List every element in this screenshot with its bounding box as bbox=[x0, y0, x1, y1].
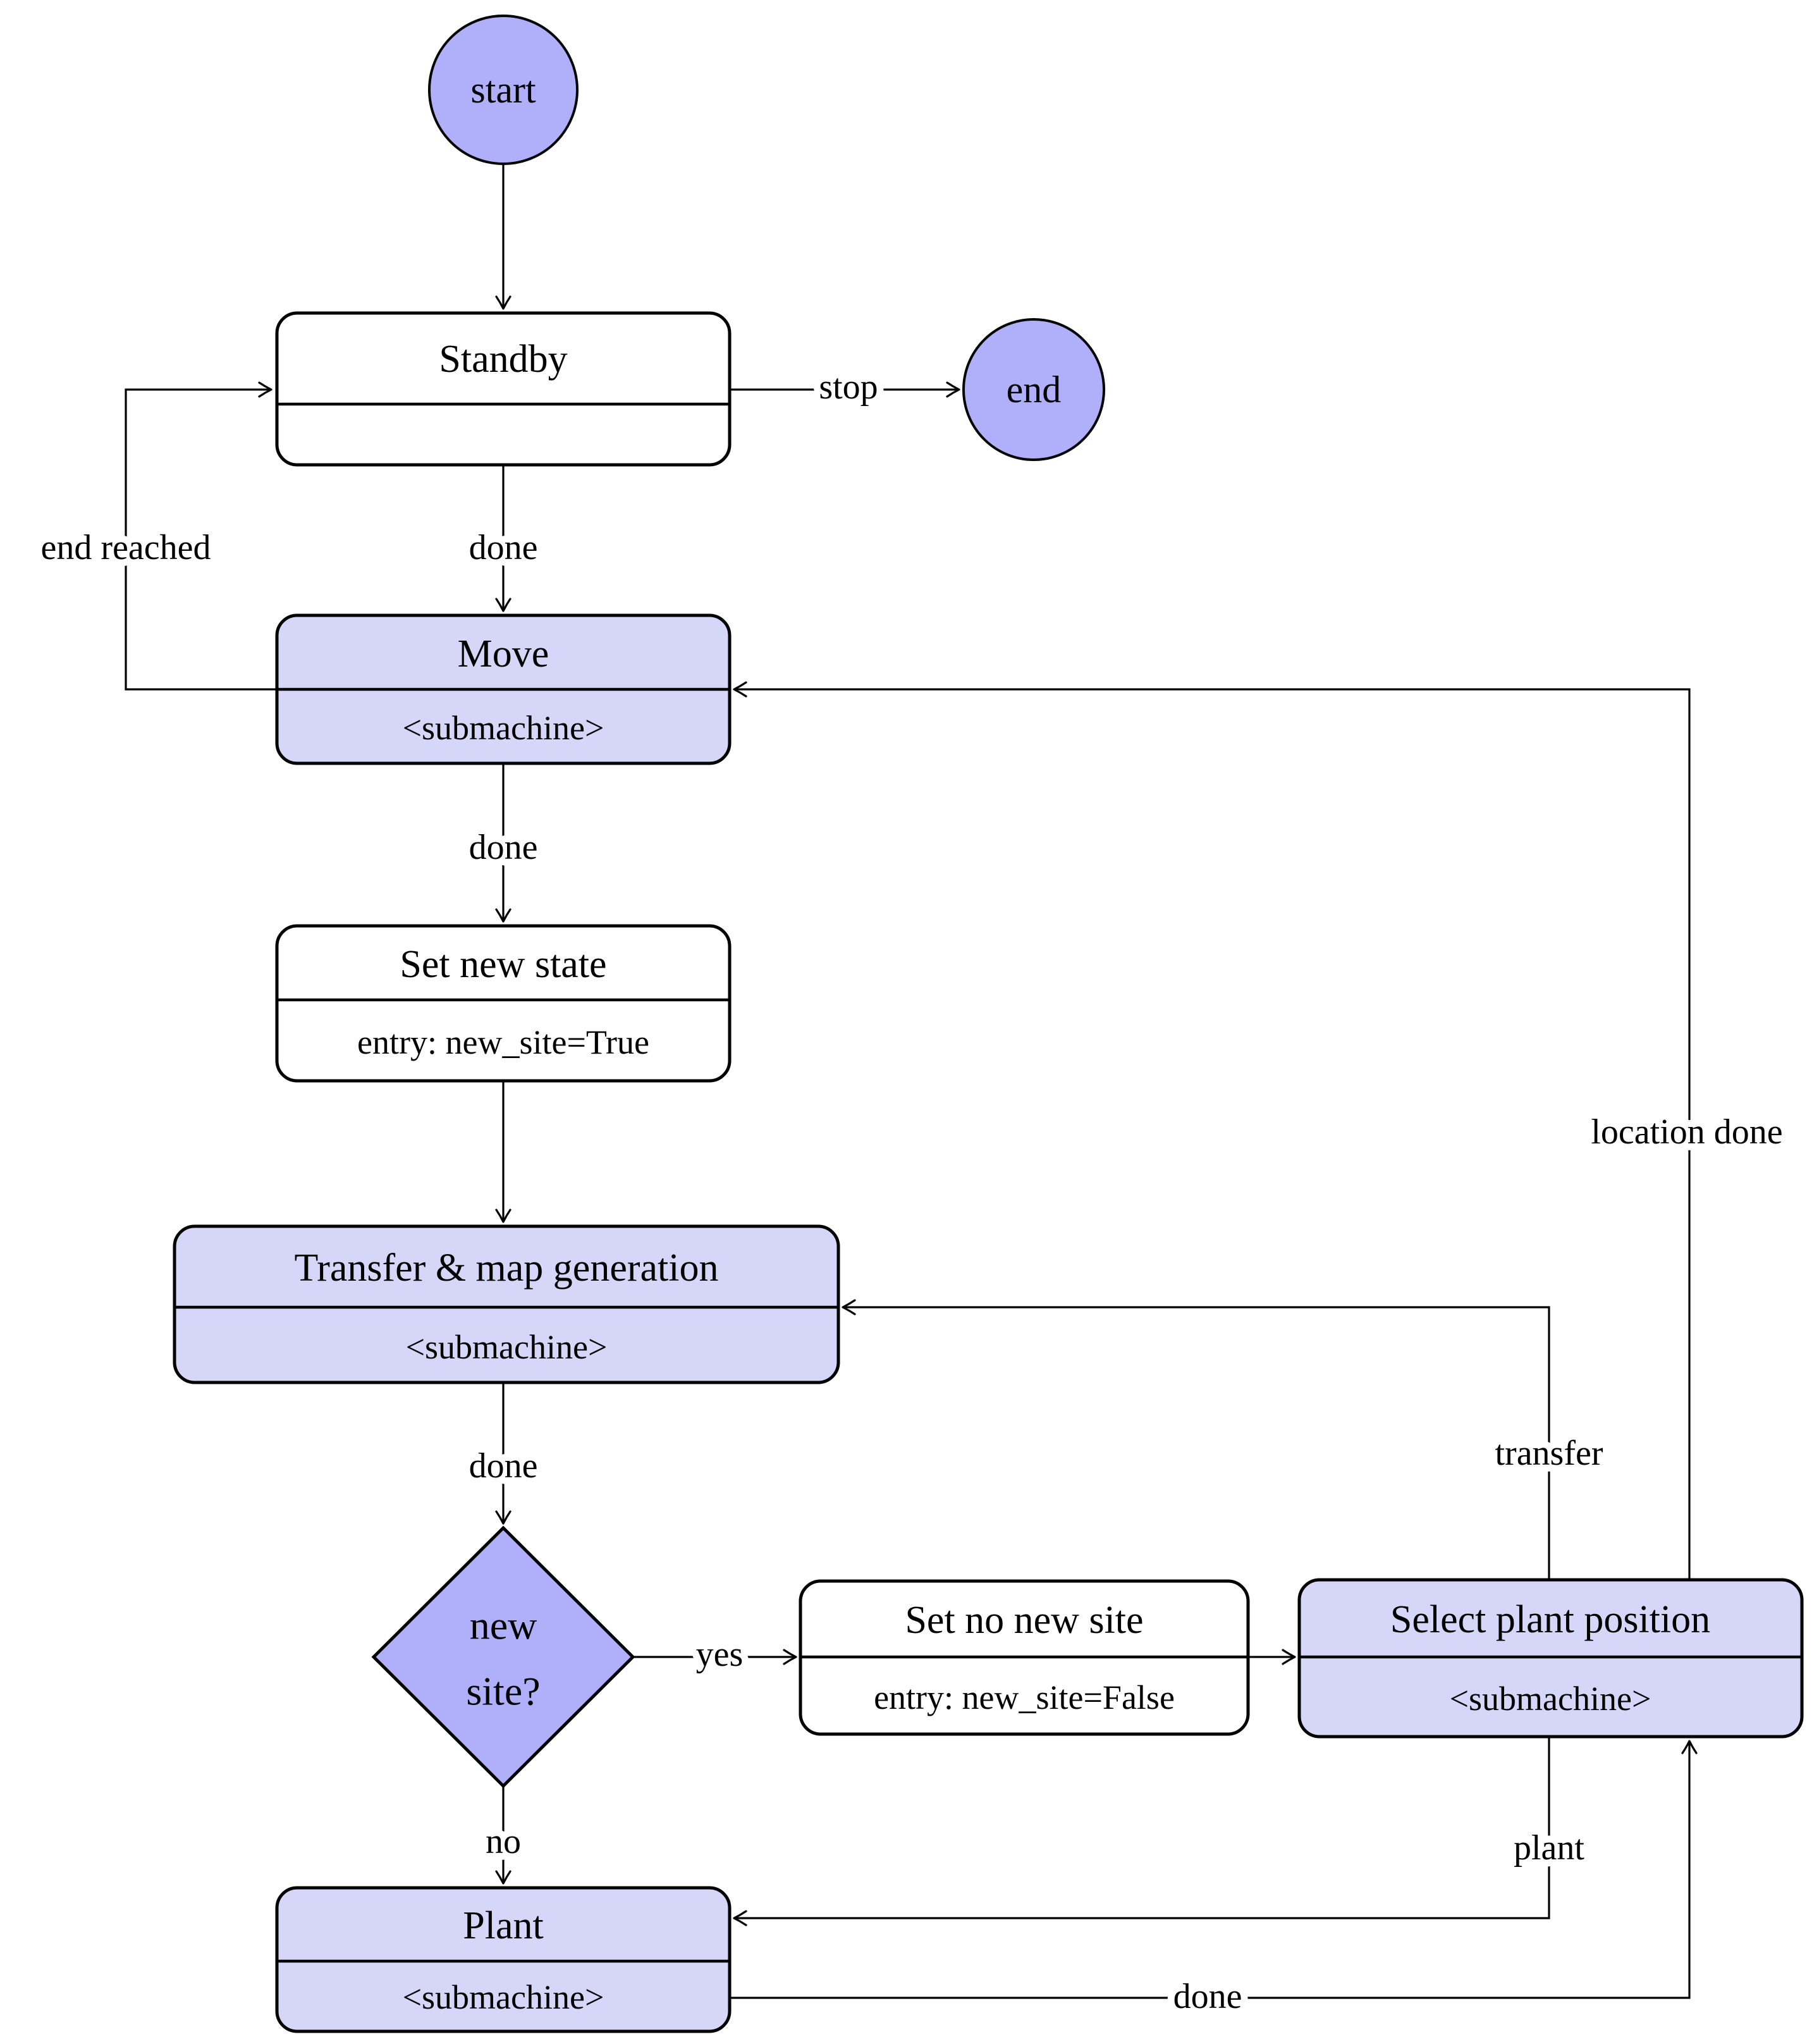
move-stereotype: <submachine> bbox=[403, 709, 604, 747]
edge-select-to-plant bbox=[733, 1738, 1550, 1926]
state-set-new-state: Set new state entry: new_site=True bbox=[275, 924, 732, 1083]
decision-new-site: new site? bbox=[371, 1525, 635, 1788]
state-start: start bbox=[428, 15, 579, 165]
state-end: end bbox=[962, 318, 1105, 461]
label-no: no bbox=[486, 1822, 521, 1861]
new-site-line1: new bbox=[470, 1603, 537, 1648]
edge-plant-to-select bbox=[730, 1740, 1698, 1999]
transitions bbox=[125, 165, 1698, 1999]
end-circle bbox=[962, 318, 1105, 461]
label-plant: plant bbox=[1514, 1828, 1584, 1868]
state-plant: Plant <submachine> bbox=[275, 1886, 732, 2033]
select-plant-position-stereotype: <submachine> bbox=[1450, 1680, 1651, 1718]
transfer-map-generation-title: Transfer & map generation bbox=[295, 1247, 719, 1290]
edge-select-to-transfer bbox=[842, 1299, 1550, 1579]
transition-labels: stop done end reached done done yes no t… bbox=[34, 360, 1790, 2023]
transfer-map-generation-stereotype: <submachine> bbox=[406, 1328, 608, 1366]
plant-box bbox=[275, 1886, 732, 2033]
state-select-plant-position: Select plant position <submachine> bbox=[1297, 1578, 1804, 1739]
label-transfer: transfer bbox=[1495, 1434, 1603, 1473]
plant-title: Plant bbox=[463, 1904, 543, 1947]
standby-title: Standby bbox=[439, 338, 567, 381]
move-title: Move bbox=[458, 632, 549, 675]
set-new-state-entry: entry: new_site=True bbox=[357, 1023, 649, 1061]
transfer-map-generation-box bbox=[173, 1224, 840, 1384]
label-done-transfer-decision: done bbox=[469, 1446, 538, 1486]
state-set-no-new-site: Set no new site entry: new_site=False bbox=[799, 1579, 1250, 1736]
standby-box bbox=[275, 311, 732, 467]
set-new-state-box bbox=[275, 924, 732, 1083]
plant-stereotype: <submachine> bbox=[403, 1978, 604, 2016]
edge-move-to-standby bbox=[125, 381, 277, 691]
label-yes: yes bbox=[696, 1635, 744, 1674]
label-done-standby-move: done bbox=[469, 528, 538, 567]
label-done-plant-select: done bbox=[1173, 1977, 1242, 2016]
label-location-done: location done bbox=[1591, 1112, 1782, 1152]
label-done-move-set: done bbox=[469, 828, 538, 867]
set-no-new-site-entry: entry: new_site=False bbox=[874, 1678, 1175, 1716]
set-no-new-site-title: Set no new site bbox=[905, 1599, 1143, 1642]
state-move: Move <submachine> bbox=[275, 613, 732, 765]
label-end-reached: end reached bbox=[41, 528, 211, 567]
start-label: start bbox=[470, 69, 536, 111]
new-site-diamond bbox=[371, 1525, 635, 1788]
edge-select-to-move bbox=[733, 681, 1691, 1579]
start-circle bbox=[428, 15, 579, 165]
state-standby: Standby bbox=[275, 311, 732, 467]
end-label: end bbox=[1007, 369, 1062, 410]
new-site-line2: site? bbox=[466, 1669, 540, 1714]
state-transfer-map-generation: Transfer & map generation <submachine> bbox=[173, 1224, 840, 1384]
set-new-state-title: Set new state bbox=[400, 943, 606, 986]
label-stop: stop bbox=[819, 367, 878, 407]
select-plant-position-title: Select plant position bbox=[1390, 1598, 1710, 1641]
